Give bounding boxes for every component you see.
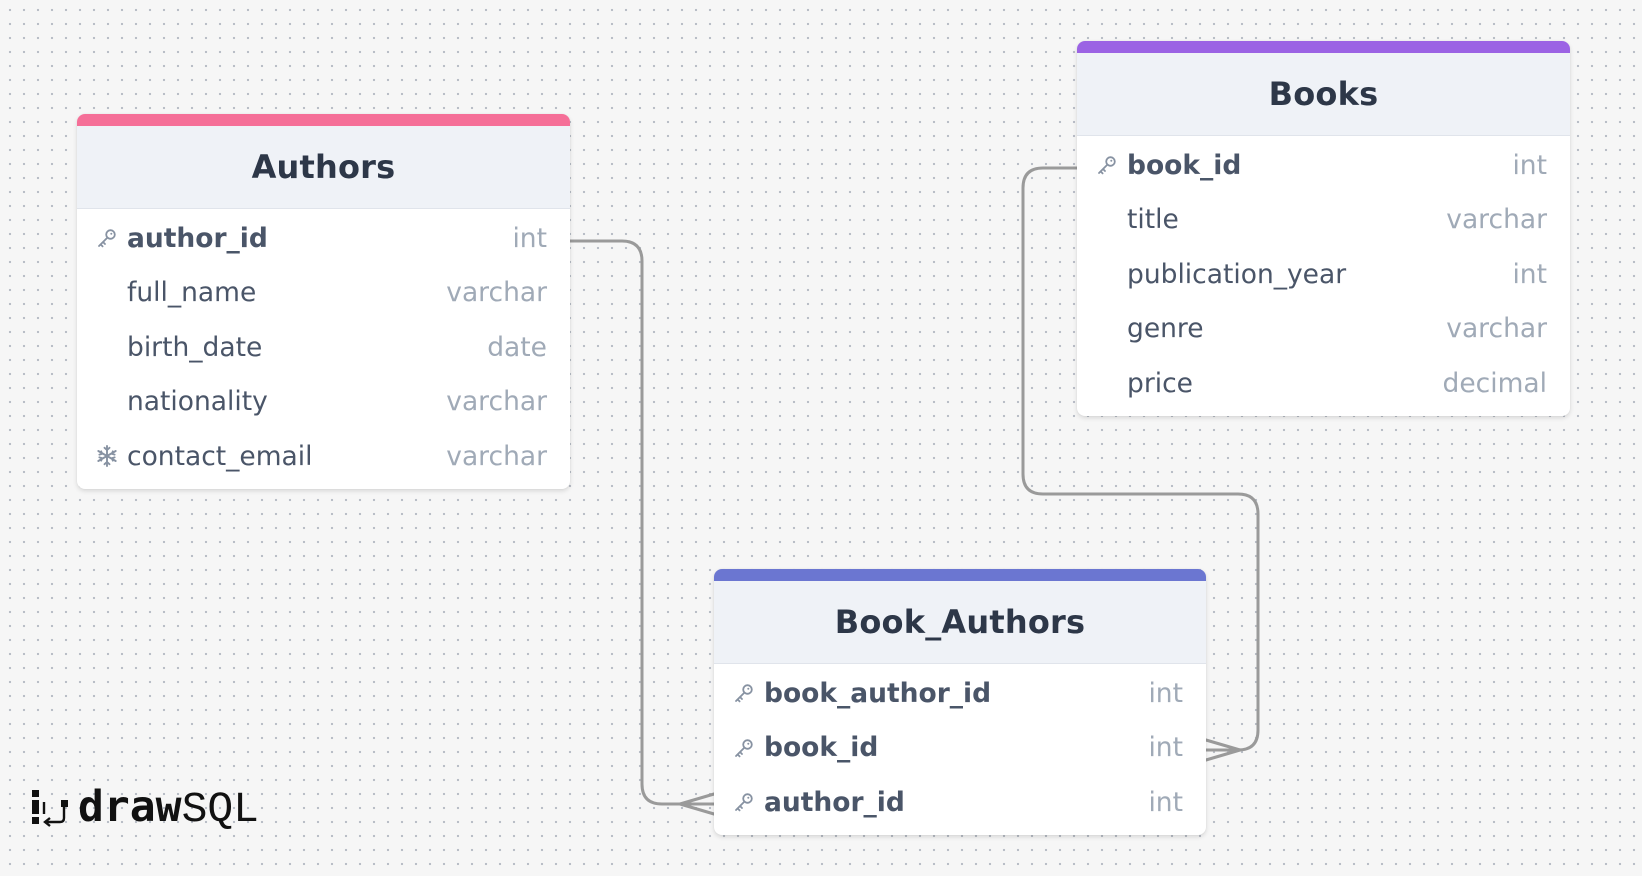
- column-name: price: [1127, 367, 1193, 399]
- column-row-book-id[interactable]: book_id int: [1077, 138, 1570, 193]
- column-type: varchar: [1446, 204, 1547, 236]
- column-row-publication-year[interactable]: publication_year int: [1077, 247, 1570, 302]
- column-name: book_id: [1127, 149, 1242, 181]
- column-name: book_id: [764, 732, 879, 764]
- column-type: int: [512, 222, 547, 254]
- key-icon: [732, 786, 764, 818]
- key-icon: [95, 222, 127, 254]
- column-type: int: [1512, 149, 1547, 181]
- column-type: int: [1148, 786, 1183, 818]
- table-title: Authors: [251, 148, 396, 186]
- relation-line-authors-book-authors[interactable]: [568, 239, 716, 806]
- column-row-birth-date[interactable]: birth_date date: [77, 320, 570, 375]
- column-type: int: [1148, 732, 1183, 764]
- column-icon-placeholder: [1095, 367, 1127, 399]
- column-row-genre[interactable]: genre varchar: [1077, 302, 1570, 357]
- table-color-bar: [1077, 41, 1570, 53]
- column-row-book-author-id[interactable]: book_author_id int: [714, 666, 1206, 721]
- column-type: varchar: [446, 386, 547, 418]
- crowfoot-authors-book-authors: [678, 792, 716, 816]
- column-row-contact-email[interactable]: contact_email varchar: [77, 429, 570, 484]
- table-header[interactable]: Book_Authors: [714, 581, 1206, 664]
- column-name: title: [1127, 204, 1179, 236]
- table-color-bar: [77, 114, 570, 126]
- column-icon-placeholder: [95, 386, 127, 418]
- column-icon-placeholder: [1095, 258, 1127, 290]
- column-row-price[interactable]: price decimal: [1077, 356, 1570, 411]
- column-row-book-id[interactable]: book_id int: [714, 721, 1206, 776]
- column-name: publication_year: [1127, 258, 1347, 290]
- column-name: book_author_id: [764, 677, 992, 709]
- column-type: int: [1512, 258, 1547, 290]
- key-icon: [732, 732, 764, 764]
- column-name: full_name: [127, 277, 257, 309]
- column-icon-placeholder: [1095, 204, 1127, 236]
- column-type: date: [487, 331, 547, 363]
- column-name: nationality: [127, 386, 268, 418]
- drawsql-logo[interactable]: drawSQL: [30, 786, 259, 831]
- table-color-bar: [714, 569, 1206, 581]
- key-icon: [732, 677, 764, 709]
- relation-line-books-book-authors[interactable]: [1021, 166, 1260, 752]
- column-type: decimal: [1442, 367, 1547, 399]
- column-row-title[interactable]: title varchar: [1077, 193, 1570, 248]
- column-name: birth_date: [127, 331, 263, 363]
- key-icon: [1095, 149, 1127, 181]
- column-type: int: [1148, 677, 1183, 709]
- column-name: contact_email: [127, 440, 313, 472]
- table-header[interactable]: Authors: [77, 126, 570, 209]
- table-header[interactable]: Books: [1077, 53, 1570, 136]
- drawsql-logo-mark: [32, 789, 68, 827]
- table-title: Book_Authors: [834, 603, 1086, 641]
- column-type: varchar: [446, 440, 547, 472]
- column-type: varchar: [446, 277, 547, 309]
- snowflake-icon: [95, 440, 127, 472]
- column-name: author_id: [764, 786, 905, 818]
- column-row-full-name[interactable]: full_name varchar: [77, 266, 570, 321]
- column-row-author-id[interactable]: author_id int: [77, 211, 570, 266]
- table-title: Books: [1268, 75, 1379, 113]
- column-icon-placeholder: [95, 331, 127, 363]
- drawsql-logo-text: drawSQL: [78, 782, 259, 834]
- column-icon-placeholder: [1095, 313, 1127, 345]
- column-type: varchar: [1446, 313, 1547, 345]
- column-name: author_id: [127, 222, 268, 254]
- column-row-nationality[interactable]: nationality varchar: [77, 375, 570, 430]
- crowfoot-books-book-authors: [1204, 738, 1242, 762]
- column-name: genre: [1127, 313, 1204, 345]
- column-icon-placeholder: [95, 277, 127, 309]
- column-row-author-id[interactable]: author_id int: [714, 775, 1206, 830]
